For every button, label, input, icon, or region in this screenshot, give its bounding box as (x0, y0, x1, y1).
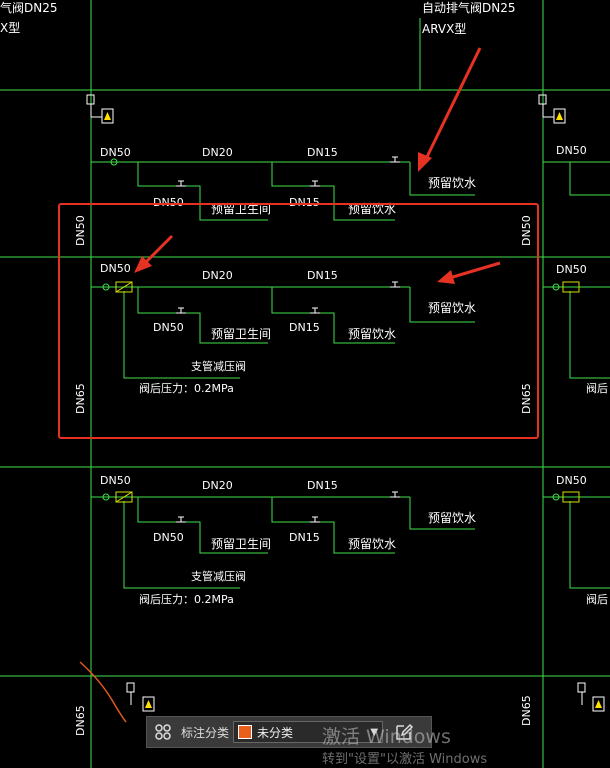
pipe-label: DN50 (100, 262, 131, 275)
grid-button[interactable] (147, 717, 179, 747)
pipe-label: DN20 (202, 269, 233, 282)
pressure-label: 阀后压力：0.2MPa (139, 592, 234, 606)
grid-icon (155, 724, 171, 740)
fixture-label: 预留饮水 (428, 176, 476, 190)
pipe-label: DN15 (289, 196, 320, 209)
fixture-label: 预留卫生间 (211, 202, 271, 216)
pipe-label: DN50 (100, 146, 131, 159)
fixture-label: 预留饮水 (428, 301, 476, 315)
fixture-label: 预留饮水 (348, 537, 396, 551)
air-valve-icon (577, 682, 605, 712)
valve-label: 支管减压阀 (191, 569, 246, 583)
risers (90, 0, 544, 768)
pipe-label: DN50 (153, 531, 184, 544)
annotation-arrow (437, 261, 501, 284)
pipe-label: DN50 (556, 474, 587, 487)
branch-section-2: DN50 DN20 DN15 DN50 DN15 预留卫生间 预留饮水 预留饮水… (74, 262, 533, 414)
pipe-label: DN15 (307, 146, 338, 159)
pipe-label: DN50 (153, 321, 184, 334)
highlight-box (58, 203, 539, 439)
chevron-down-icon: ▼ (370, 726, 379, 738)
pressure-label: 阀后 (586, 592, 608, 606)
pipe-label: DN50 (556, 263, 587, 276)
annotation-arrow (134, 234, 174, 273)
activation-watermark-title: 激活 Windows (322, 726, 451, 748)
edit-icon (396, 723, 414, 740)
air-valve-icon (126, 682, 155, 712)
fixture-label: 预留卫生间 (211, 537, 271, 551)
color-swatch (238, 725, 253, 739)
valve-label: 支管减压阀 (191, 359, 246, 373)
category-select[interactable]: 未分类 ▼ (233, 721, 384, 743)
category-value: 未分类 (257, 725, 294, 740)
riser-label: DN65 (74, 705, 87, 736)
fixture-label: 预留饮水 (348, 202, 396, 216)
pipe-label: DN15 (289, 321, 320, 334)
branch-section-1: DN50 DN20 DN15 DN50 DN15 预留卫生间 预留饮水 预留饮水… (74, 146, 533, 246)
annotation-arrow (418, 47, 482, 172)
pipe-label: DN15 (307, 479, 338, 492)
edit-button[interactable] (389, 717, 419, 747)
pipe-label: DN50 (556, 144, 587, 157)
riser-label: DN50 (74, 215, 87, 246)
riser-label: DN65 (520, 383, 533, 414)
category-label: 标注分类 (181, 725, 230, 740)
top-valve-left: 气阀DN25 (0, 0, 58, 15)
fixture-label: 预留饮水 (348, 327, 396, 341)
annotation-category-toolbar: 标注分类 未分类 ▼ (146, 716, 432, 748)
top-valve-right: 自动排气阀DN25 (422, 0, 516, 15)
riser-label: DN65 (74, 383, 87, 414)
fixture-label: 预留饮水 (428, 511, 476, 525)
pipe-label: DN50 (100, 474, 131, 487)
air-valve-icon (538, 94, 566, 124)
freehand-stroke (79, 661, 127, 723)
air-valve-icon (86, 94, 114, 124)
top-model-right: ARVX型 (422, 22, 466, 36)
floor-lines (0, 89, 610, 677)
pipe-label: DN20 (202, 146, 233, 159)
pipe-label: DN15 (289, 531, 320, 544)
activation-watermark-subtitle: 转到"设置"以激活 Windows (322, 752, 488, 767)
riser-label: DN65 (520, 695, 533, 726)
branch-section-3: DN50 DN20 DN15 DN50 DN15 预留卫生间 预留饮水 预留饮水… (91, 474, 476, 606)
pipe-label: DN50 (153, 196, 184, 209)
pressure-label: 阀后压力：0.2MPa (139, 381, 234, 395)
pressure-label: 阀后 (586, 381, 608, 395)
pipe-label: DN15 (307, 269, 338, 282)
riser-label: DN50 (520, 215, 533, 246)
top-model-left: X型 (0, 21, 20, 35)
fixture-label: 预留卫生间 (211, 327, 271, 341)
pipe-label: DN20 (202, 479, 233, 492)
